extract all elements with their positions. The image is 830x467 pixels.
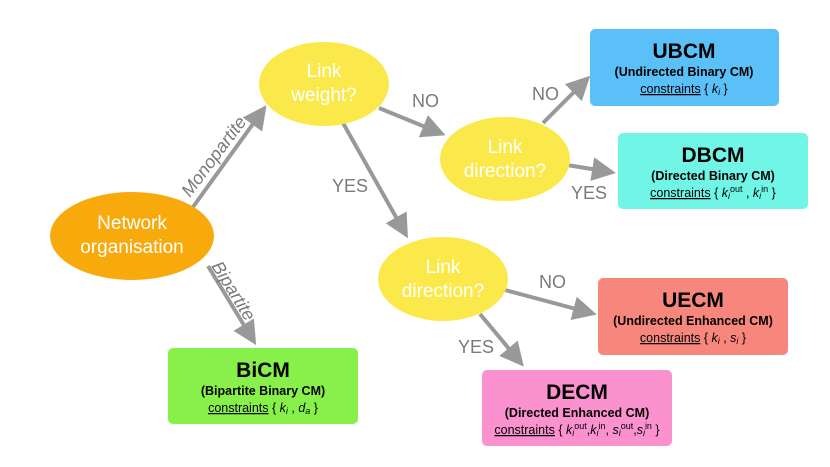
bicm-subtitle: (Bipartite Binary CM): [201, 384, 325, 398]
network-line1: Network: [97, 213, 167, 234]
edge-weight-to-dir2: [341, 122, 408, 239]
edge-label-weight-yes: YES: [332, 176, 368, 196]
edge-dir1-to-ubcm: [541, 75, 591, 125]
network-line2: organisation: [80, 237, 184, 258]
ubcm-constraints: constraints { ki }: [640, 82, 727, 97]
dir1-line1: Link: [488, 137, 523, 158]
dbcm-subtitle: (Directed Binary CM): [651, 169, 775, 183]
edge-dir2-to-decm: [478, 312, 524, 367]
uecm-title: UECM: [662, 289, 724, 312]
edge-network-to-bicm: [206, 264, 257, 346]
box-ubcm: UBCM (Undirected Binary CM) constraints …: [590, 29, 779, 106]
edge-label-monopartite: Monopartite: [177, 112, 250, 200]
edge-dir1-to-dbcm: [566, 157, 616, 181]
node-network-organisation: Network organisation: [50, 192, 214, 280]
box-uecm: UECM (Undirected Enhanced CM) constraint…: [598, 278, 788, 355]
edge-label-weight-no: NO: [412, 91, 439, 111]
edge-label-dir1-yes: YES: [571, 183, 607, 203]
decm-subtitle: (Directed Enhanced CM): [505, 406, 649, 420]
ubcm-title: UBCM: [653, 40, 716, 63]
edge-label-dir2-yes: YES: [458, 337, 494, 357]
edge-label-dir2-no: NO: [539, 272, 566, 292]
node-link-weight: Link weight?: [259, 42, 389, 126]
box-dbcm: DBCM (Directed Binary CM) constraints { …: [618, 133, 808, 209]
uecm-subtitle: (Undirected Enhanced CM): [613, 314, 773, 328]
weight-line2: weight?: [290, 85, 357, 106]
dir2-line1: Link: [426, 257, 461, 278]
edge-weight-to-dir1: [378, 106, 446, 138]
edge-network-to-weight: [191, 105, 267, 209]
dbcm-constraints: constraints { kiout , kiin }: [650, 184, 776, 201]
dir2-line2: direction?: [402, 281, 484, 302]
box-bicm: BiCM (Bipartite Binary CM) constraints {…: [168, 348, 358, 424]
dir1-line2: direction?: [464, 161, 546, 182]
node-link-direction-1: Link direction?: [440, 117, 570, 201]
dbcm-title: DBCM: [682, 144, 745, 167]
bicm-title: BiCM: [236, 359, 290, 382]
box-decm: DECM (Directed Enhanced CM) constraints …: [482, 370, 672, 446]
decm-constraints: constraints { kiout,kiin, siout,siin }: [494, 421, 659, 438]
weight-line1: Link: [307, 61, 342, 82]
node-link-direction-2: Link direction?: [378, 237, 508, 321]
edge-label-bipartite: Bipartite: [208, 258, 260, 325]
edge-label-dir1-no: NO: [532, 84, 559, 104]
decm-title: DECM: [546, 381, 608, 404]
bicm-constraints: constraints { ki , da }: [208, 401, 318, 416]
edge-dir2-to-uecm: [504, 288, 597, 320]
uecm-constraints: constraints { ki , si }: [640, 331, 746, 346]
ubcm-subtitle: (Undirected Binary CM): [615, 65, 754, 79]
